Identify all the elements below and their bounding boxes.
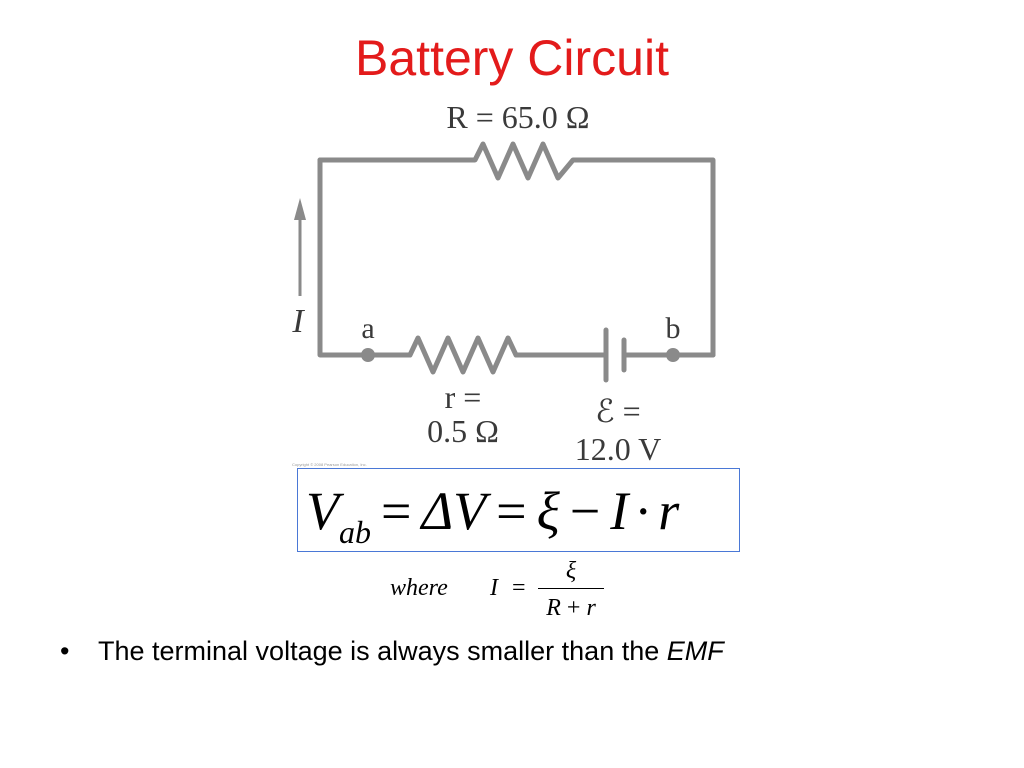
eq-r: r	[658, 481, 680, 541]
fraction-bar	[538, 588, 604, 589]
eq-equals-2: =	[496, 481, 527, 541]
eq-delta-v: ΔV	[421, 481, 487, 541]
current-label: I	[291, 303, 305, 340]
bullet-item: • The terminal voltage is always smaller …	[60, 636, 724, 667]
internal-resistance-label-line1: r =	[445, 379, 482, 415]
emf-label-line1: ℰ =	[595, 393, 640, 429]
fraction-numerator: ξ	[565, 558, 577, 584]
eq-dot: ·	[634, 481, 653, 541]
node-b-label: b	[666, 312, 681, 345]
eq-equals-1: =	[381, 481, 412, 541]
den-R: R	[546, 595, 561, 621]
where-current-symbol: I	[490, 575, 498, 601]
bullet-emphasis: EMF	[666, 636, 724, 666]
eq-current: I	[610, 481, 629, 541]
node-a-label: a	[361, 312, 374, 345]
circuit-diagram: R = 65.0 Ω I a b r = 0.5 Ω ℰ = 12.0 V	[291, 99, 716, 467]
bullet-dot: •	[60, 636, 70, 666]
den-plus: +	[566, 595, 581, 621]
circuit-wires	[317, 141, 716, 375]
top-wire-with-resistor-R	[317, 141, 716, 358]
where-word: where	[390, 575, 448, 601]
terminal-voltage-equation: Vab=ΔV=ξ−I·r	[297, 468, 740, 552]
eq-xi: ξ	[536, 481, 560, 541]
current-definition: where I = ξ R + r	[390, 556, 630, 636]
copyright-notice: Copyright © 2008 Pearson Education, Inc.	[292, 462, 367, 467]
bullet-text: The terminal voltage is always smaller t…	[98, 636, 667, 666]
where-equals: =	[512, 575, 526, 601]
left-wire	[317, 157, 371, 358]
eq-v-symbol: V	[306, 481, 339, 541]
bottom-wire-with-resistor-r	[365, 335, 609, 375]
eq-ab-subscript: ab	[339, 514, 371, 550]
eq-minus: −	[569, 481, 601, 541]
node-b-dot	[666, 348, 680, 362]
current-fraction: ξ R + r	[538, 556, 604, 623]
current-arrow-head	[294, 198, 306, 220]
emf-label-line2: 12.0 V	[575, 431, 662, 467]
resistor-R-label: R = 65.0 Ω	[446, 99, 589, 135]
node-a-dot	[361, 348, 375, 362]
internal-resistance-label-line2: 0.5 Ω	[427, 413, 499, 449]
fraction-denominator: R + r	[538, 593, 604, 623]
den-r: r	[586, 595, 596, 621]
slide-title: Battery Circuit	[355, 30, 669, 86]
